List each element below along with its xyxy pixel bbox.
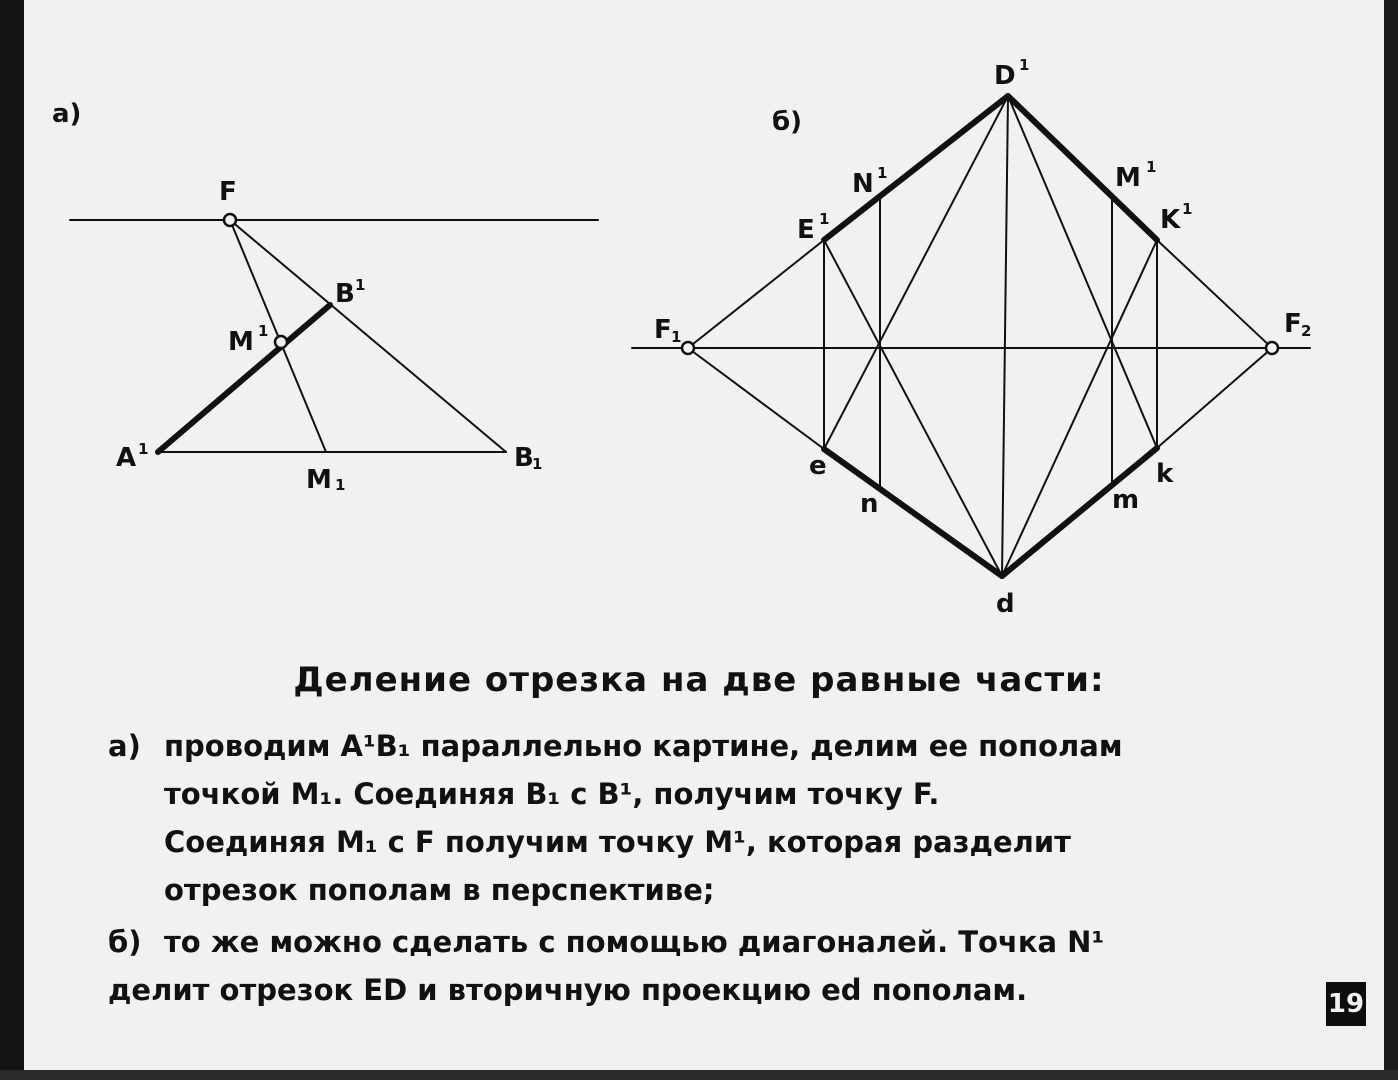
panel-label-a: а) [52,99,81,129]
label-e-prime: E [797,215,815,245]
segment-d-k [999,445,1160,579]
label-b-prime: B [335,279,355,309]
point-m-prime [273,334,289,350]
film-frame-left-edge [0,0,24,1080]
label-b-sub: B [514,443,534,473]
label-m: m [1112,485,1139,515]
segment-d-prime-k-prime [1005,93,1160,243]
line-k-prime-f2 [1156,239,1273,349]
vertical-d-prime-d [1001,95,1009,577]
label-k-prime: K [1160,205,1181,235]
label-f: F [219,177,237,207]
label-m-prime-sup: 1 [258,322,268,340]
line-f1-e [687,347,825,450]
label-m-sub: M [306,465,332,495]
label-n-prime: N [852,169,874,199]
label-d: d [996,589,1015,619]
explanation-b-line-1-text: то же можно сделать с помощью диагоналей… [164,925,1105,959]
diagram-a-labels: а) F B 1 M 1 A 1 M 1 B 1 [52,99,542,495]
label-m-prime: M [228,327,254,357]
explanation-b-line-2: делит отрезок ED и вторичную проекцию ed… [108,973,1028,1007]
point-f1 [680,340,696,356]
panel-label-b: б) [772,107,802,137]
label-k-prime-sup: 1 [1182,200,1192,218]
explanation-a-line-1: а) проводим A¹B₁ параллельно картине, дел… [108,722,1298,770]
segment-e-d [821,446,1005,579]
label-m-prime-b: M [1115,163,1141,193]
label-f2-sub: 2 [1301,322,1311,340]
point-f [222,212,238,228]
segment-a-prime-b-prime [155,302,333,455]
label-a-prime: A [116,443,136,473]
explanation-a-line-2: точкой M₁. Соединяя B₁ с B¹, получим точ… [164,777,940,811]
label-n-prime-sup: 1 [877,164,887,182]
point-f2 [1264,340,1280,356]
line-f-b-sub [229,219,507,453]
label-b-sub-sub: 1 [532,455,542,473]
label-m-prime-b-sup: 1 [1146,158,1156,176]
diagram-b-labels: б) D 1 N 1 M 1 E 1 K 1 F 1 F 2 e k n m d [654,56,1311,619]
diagonal-e-prime-d [823,239,1003,577]
label-b-prime-sup: 1 [355,276,365,294]
label-a-prime-sup: 1 [138,440,148,458]
label-f1: F [654,315,672,345]
page-number: 19 [1326,982,1366,1026]
label-e-prime-sup: 1 [819,210,829,228]
label-e: e [809,451,827,481]
diagonal-d-prime-k [1007,95,1158,449]
diagram-b [631,93,1311,579]
explanation-b-line-1: б) то же можно сделать с помощью диагонал… [108,918,1298,966]
label-f2: F [1284,309,1302,339]
label-k: k [1156,459,1174,489]
slide-title: Деление отрезка на две равные части: [293,660,1105,700]
film-frame-bottom-edge [0,1070,1398,1080]
explanation-a-marker: а) [108,729,141,763]
diagram-a [69,212,599,455]
label-d-prime: D [994,61,1016,91]
label-m-sub-sub: 1 [335,476,345,494]
film-frame-right-edge [1384,0,1398,1080]
diagonal-e-d-prime [823,95,1009,450]
label-d-prime-sup: 1 [1019,56,1029,74]
label-n: n [860,489,879,519]
explanation-b-marker: б) [108,925,142,959]
explanation-a-line-1-text: проводим A¹B₁ параллельно картине, делим… [164,729,1123,763]
segment-e-prime-d-prime [821,93,1011,243]
explanation-a-line-4: отрезок пополам в перспективе; [164,873,715,907]
label-f1-sub: 1 [671,328,681,346]
explanation-b: б) то же можно сделать с помощью диагонал… [108,918,1298,1014]
line-f1-e-prime [687,239,825,349]
explanation-a: а) проводим A¹B₁ параллельно картине, дел… [108,722,1298,914]
diagonal-d-k-prime [1001,239,1158,577]
line-k-f2 [1156,347,1273,449]
explanation-a-line-3: Соединяя M₁ с F получим точку M¹, котора… [164,825,1071,859]
